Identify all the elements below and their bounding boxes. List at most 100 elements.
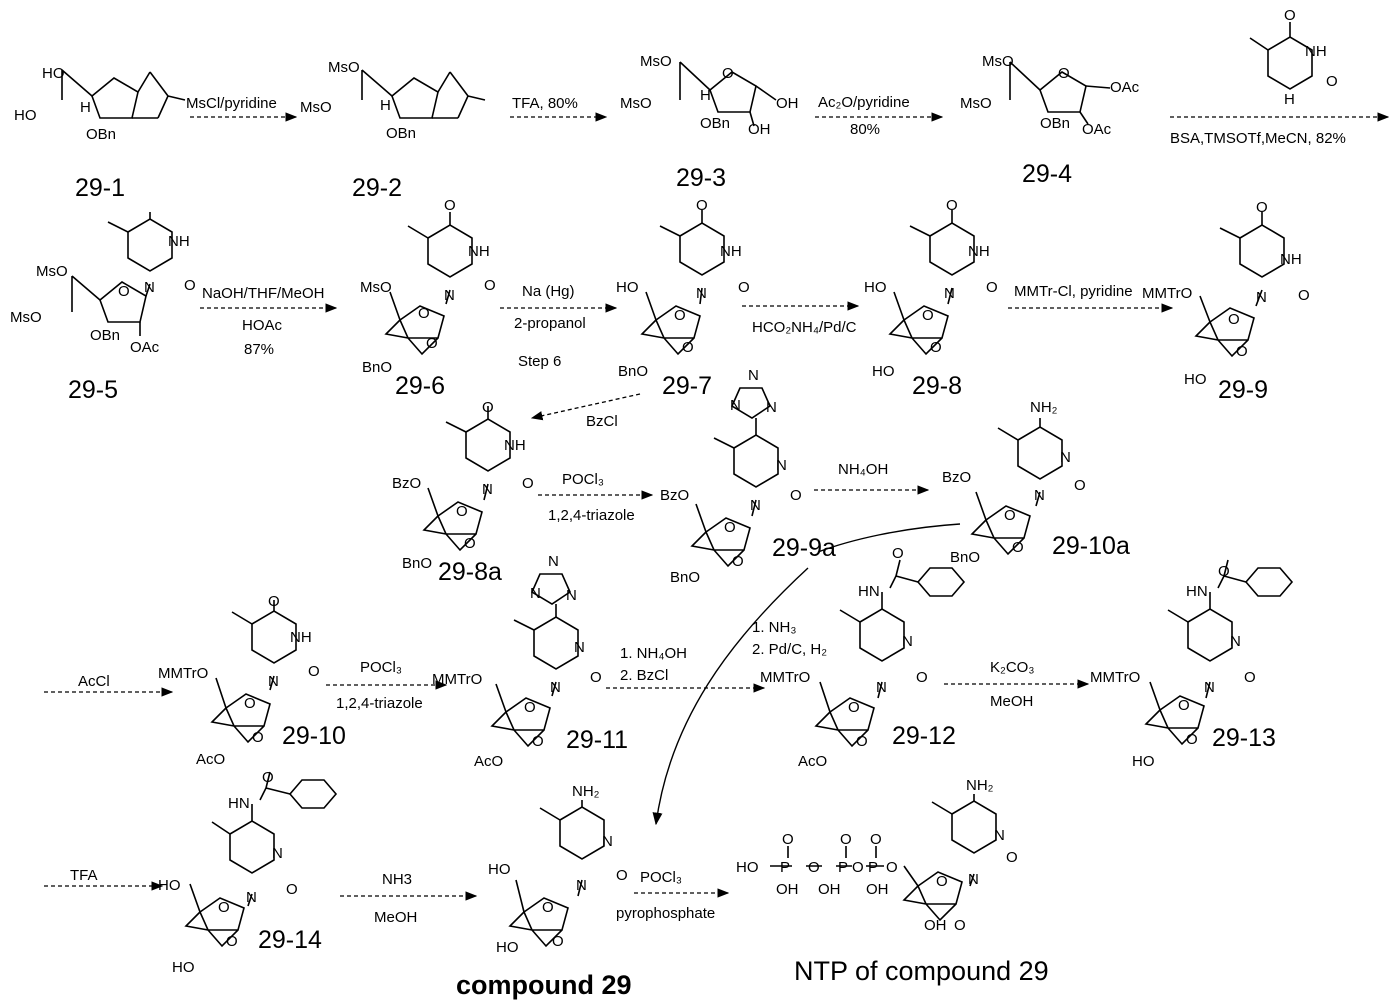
atom-label: O <box>184 277 196 294</box>
condition-label: BzCl <box>586 413 618 430</box>
atom-label: NH <box>1280 251 1302 268</box>
atom-label: OH <box>866 881 889 898</box>
curved-arrow <box>656 568 808 824</box>
atom-label: OBn <box>700 115 730 132</box>
atom-label: HO <box>496 939 519 956</box>
atom-label: N <box>268 673 279 690</box>
atom-label: O <box>936 873 948 890</box>
atom-label: MsO <box>328 59 360 76</box>
atom-label: MsO <box>620 95 652 112</box>
atom-label: O <box>922 307 934 324</box>
atom-label: BnO <box>950 549 980 566</box>
atom-label: O <box>1006 849 1018 866</box>
atom-label: O <box>308 663 320 680</box>
compound-label-29-8: 29-8 <box>912 372 962 400</box>
atom-label: AcO <box>798 753 827 770</box>
compound-label-29-5: 29-5 <box>68 376 118 404</box>
condition-label: HCO₂NH₄/Pd/C <box>752 319 857 336</box>
compound-label-29-11: 29-11 <box>566 726 628 754</box>
atom-label: N <box>530 585 541 602</box>
atom-label: HN <box>228 795 250 812</box>
atom-label: O <box>1012 539 1024 556</box>
atom-label: P <box>780 859 790 876</box>
condition-label: MMTr-Cl, pyridine <box>1014 283 1133 300</box>
condition-label: HOAc <box>242 317 283 334</box>
atom-label: O <box>870 831 882 848</box>
atom-label: OAc <box>1110 79 1140 96</box>
atom-label: N <box>748 367 759 384</box>
atom-label: O <box>782 831 794 848</box>
atom-label: O <box>1218 563 1230 580</box>
atom-label: O <box>856 733 868 750</box>
atom-label: O <box>732 553 744 570</box>
atom-label: O <box>696 197 708 214</box>
atom-label: N <box>246 889 257 906</box>
structure-29-2: MsO MsO H OBn <box>300 59 485 142</box>
atom-label: O <box>244 695 256 712</box>
atom-label: O <box>722 65 734 82</box>
structure-29-9: O NH N O MMTrO O O HO <box>1142 199 1310 388</box>
curved-arrow <box>818 524 960 552</box>
atom-label: O <box>790 487 802 504</box>
structure-29-8a: O NH N O BzO O O BnO <box>392 399 534 572</box>
atom-label: HN <box>858 583 880 600</box>
atom-label: H <box>1284 91 1295 108</box>
atom-label: HO <box>158 877 181 894</box>
atom-label: OH <box>924 917 947 934</box>
condition-label: 1,2,4-triazole <box>548 507 635 524</box>
atom-label: O <box>268 593 280 610</box>
atom-label: N <box>550 679 561 696</box>
atom-label: HO <box>488 861 511 878</box>
atom-label: OH <box>776 881 799 898</box>
atom-label: OBn <box>386 125 416 142</box>
structure-compound-29: NH₂ N N O HO O O HO <box>488 783 628 956</box>
structure-29-4: MsO MsO O OAc OAc OBn <box>960 53 1140 138</box>
condition-label: K₂CO₃ <box>990 659 1034 676</box>
atom-label: OAc <box>130 339 160 356</box>
atom-label: AcO <box>196 751 225 768</box>
atom-label: O <box>118 283 130 300</box>
atom-label: O <box>682 339 694 356</box>
atom-label: O <box>1074 477 1086 494</box>
atom-label: N <box>566 587 577 604</box>
atom-label: MsO <box>640 53 672 70</box>
atom-label: NH <box>1305 43 1327 60</box>
atom-label: MMTrO <box>1142 285 1192 302</box>
atom-label: NH <box>290 629 312 646</box>
structure-29-8: O NH N O HO O O HO <box>864 197 998 380</box>
atom-label: NH <box>504 437 526 454</box>
atom-label: NH <box>468 243 490 260</box>
compound-label-29-9: 29-9 <box>1218 376 1268 404</box>
atom-label: MsO <box>10 309 42 326</box>
atom-label: MsO <box>960 95 992 112</box>
atom-label: N <box>574 639 585 656</box>
atom-label: N <box>1230 633 1241 650</box>
condition-label: 2-propanol <box>514 315 586 332</box>
atom-label: BzO <box>392 475 421 492</box>
atom-label: N <box>444 287 455 304</box>
atom-label: MsO <box>982 53 1014 70</box>
condition-label: MeOH <box>374 909 417 926</box>
atom-label: MsO <box>36 263 68 280</box>
atom-label: O <box>886 859 898 876</box>
compound-label-29-10: 29-10 <box>282 722 346 750</box>
atom-label: O <box>954 917 966 934</box>
condition-label: POCl₃ <box>640 869 682 886</box>
atom-label: N <box>144 279 155 296</box>
condition-label: Na (Hg) <box>522 283 575 300</box>
atom-label: N <box>1256 289 1267 306</box>
atom-label: O <box>1298 287 1310 304</box>
compound-label-29-1: 29-1 <box>75 174 125 202</box>
condition-label: 1. NH₄OH <box>620 645 687 662</box>
atom-label: O <box>542 899 554 916</box>
atom-label: O <box>848 699 860 716</box>
atom-label: O <box>892 545 904 562</box>
atom-label: N <box>730 397 741 414</box>
atom-label: BnO <box>402 555 432 572</box>
condition-label: Step 6 <box>518 353 561 370</box>
atom-label: O <box>522 475 534 492</box>
atom-label: N <box>876 679 887 696</box>
condition-label: TFA, 80% <box>512 95 578 112</box>
structure-29-1: HO HO H OBn <box>14 65 185 143</box>
